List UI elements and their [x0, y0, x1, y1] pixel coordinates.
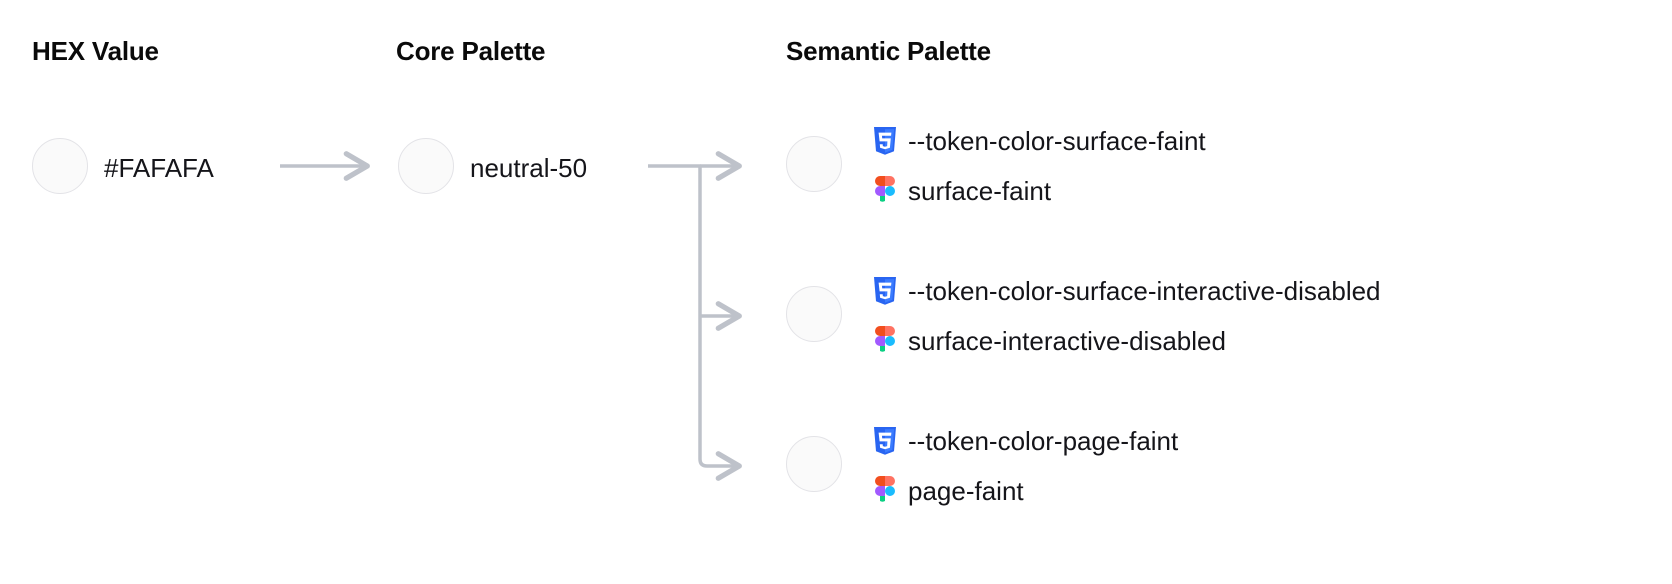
- css3-icon: [874, 127, 896, 155]
- connector-core-to-semantic-trunk: [648, 164, 742, 481]
- swatch-hex-value[interactable]: [32, 138, 88, 194]
- swatch-semantic-0[interactable]: [786, 136, 842, 192]
- css3-icon: [874, 277, 896, 305]
- semantic-token-row: --token-color-page-faint page-faint: [786, 406, 1672, 526]
- swatch-semantic-2[interactable]: [786, 436, 842, 492]
- column-heading-semantic-palette: Semantic Palette: [786, 36, 991, 66]
- figma-icon: [875, 176, 895, 202]
- hex-value-label: #FAFAFA: [104, 153, 214, 183]
- figma-token-text-0: surface-faint: [908, 176, 1052, 206]
- column-heading-core-palette: Core Palette: [396, 36, 546, 66]
- column-heading-hex-value: HEX Value: [32, 36, 159, 66]
- css-token-line-0: --token-color-surface-faint: [872, 124, 1206, 158]
- css-token-line-2: --token-color-page-faint: [872, 424, 1178, 458]
- figma-icon: [875, 326, 895, 352]
- semantic-token-row: --token-color-surface-faint surface-fain…: [786, 106, 1672, 226]
- semantic-token-row: --token-color-surface-interactive-disabl…: [786, 256, 1672, 376]
- token-labels-2: --token-color-page-faint page-faint: [872, 406, 1178, 526]
- figma-token-text-1: surface-interactive-disabled: [908, 326, 1226, 356]
- css-token-text-2: --token-color-page-faint: [908, 426, 1179, 456]
- figma-token-line-2: page-faint: [872, 474, 1178, 508]
- figma-icon: [875, 476, 895, 502]
- css-token-text-1: --token-color-surface-interactive-disabl…: [908, 276, 1381, 306]
- css3-icon: [874, 427, 896, 455]
- css-token-text-0: --token-color-surface-faint: [908, 126, 1206, 156]
- figma-token-line-1: surface-interactive-disabled: [872, 324, 1381, 358]
- css-token-line-1: --token-color-surface-interactive-disabl…: [872, 274, 1381, 308]
- token-labels-0: --token-color-surface-faint surface-fain…: [872, 106, 1206, 226]
- swatch-semantic-1[interactable]: [786, 286, 842, 342]
- figma-token-line-0: surface-faint: [872, 174, 1206, 208]
- swatch-core-palette[interactable]: [398, 138, 454, 194]
- core-palette-label: neutral-50: [470, 153, 588, 183]
- figma-token-text-2: page-faint: [908, 476, 1024, 506]
- token-labels-1: --token-color-surface-interactive-disabl…: [872, 256, 1381, 376]
